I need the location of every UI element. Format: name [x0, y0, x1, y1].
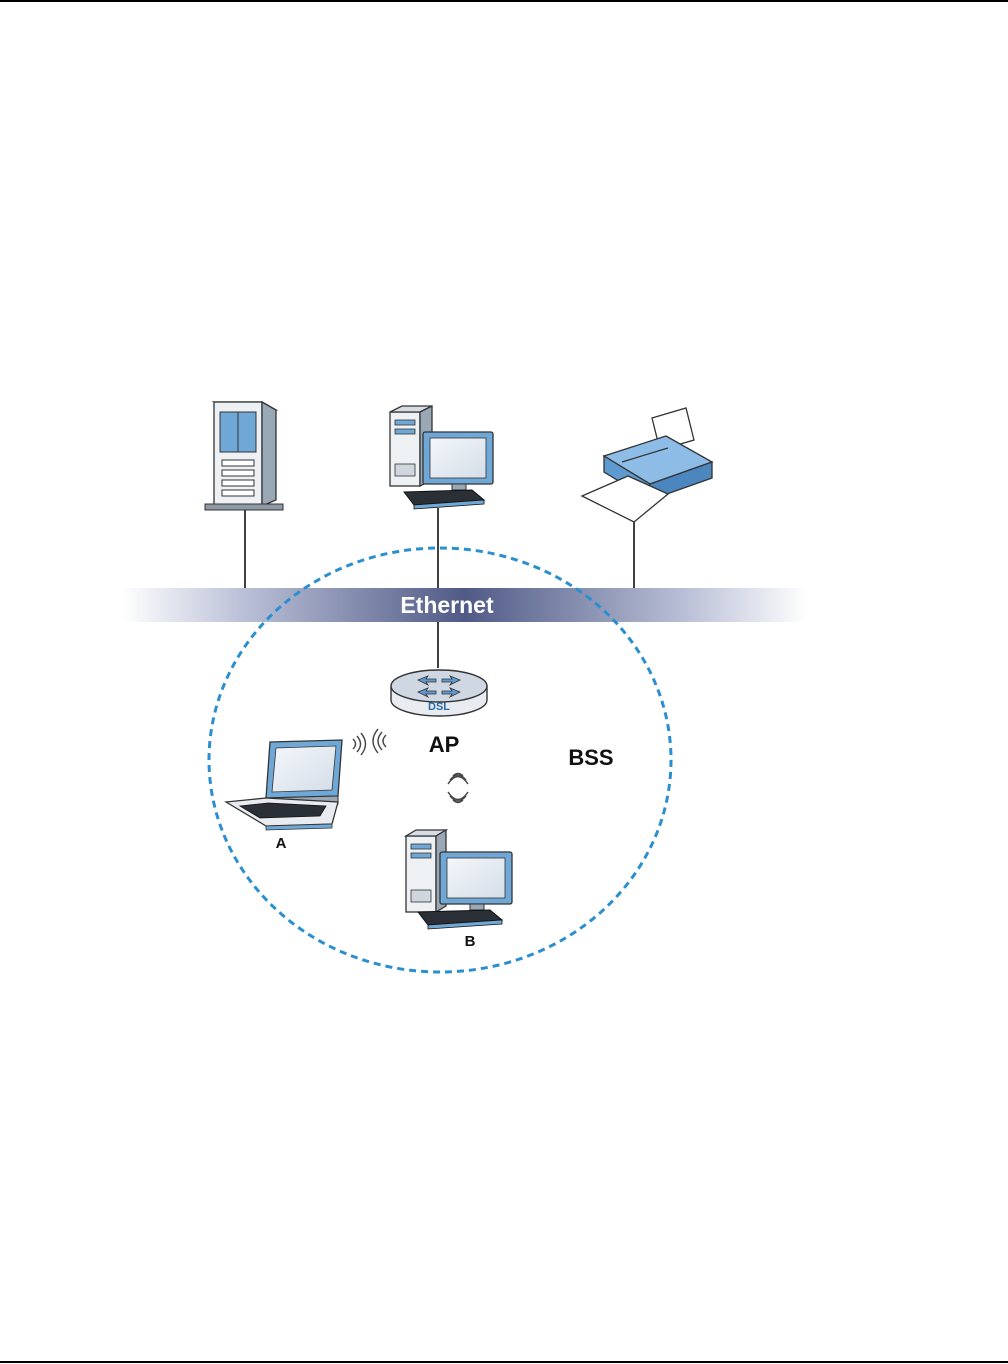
- ethernet-label: Ethernet: [400, 592, 494, 618]
- ap-label: AP: [429, 732, 460, 757]
- bottom-rule: [0, 1361, 1008, 1363]
- router-label: DSL: [428, 701, 450, 713]
- dsl-router-icon: DSL: [391, 670, 487, 716]
- laptop-icon: [226, 740, 342, 830]
- station-a-label: A: [276, 835, 287, 852]
- printer-icon: [582, 408, 712, 522]
- server-icon: [205, 402, 283, 510]
- bss-label: BSS: [568, 745, 613, 770]
- station-b-label: B: [465, 933, 476, 950]
- desktop-computer-icon: [390, 406, 493, 509]
- desktop-computer-icon: [406, 830, 512, 929]
